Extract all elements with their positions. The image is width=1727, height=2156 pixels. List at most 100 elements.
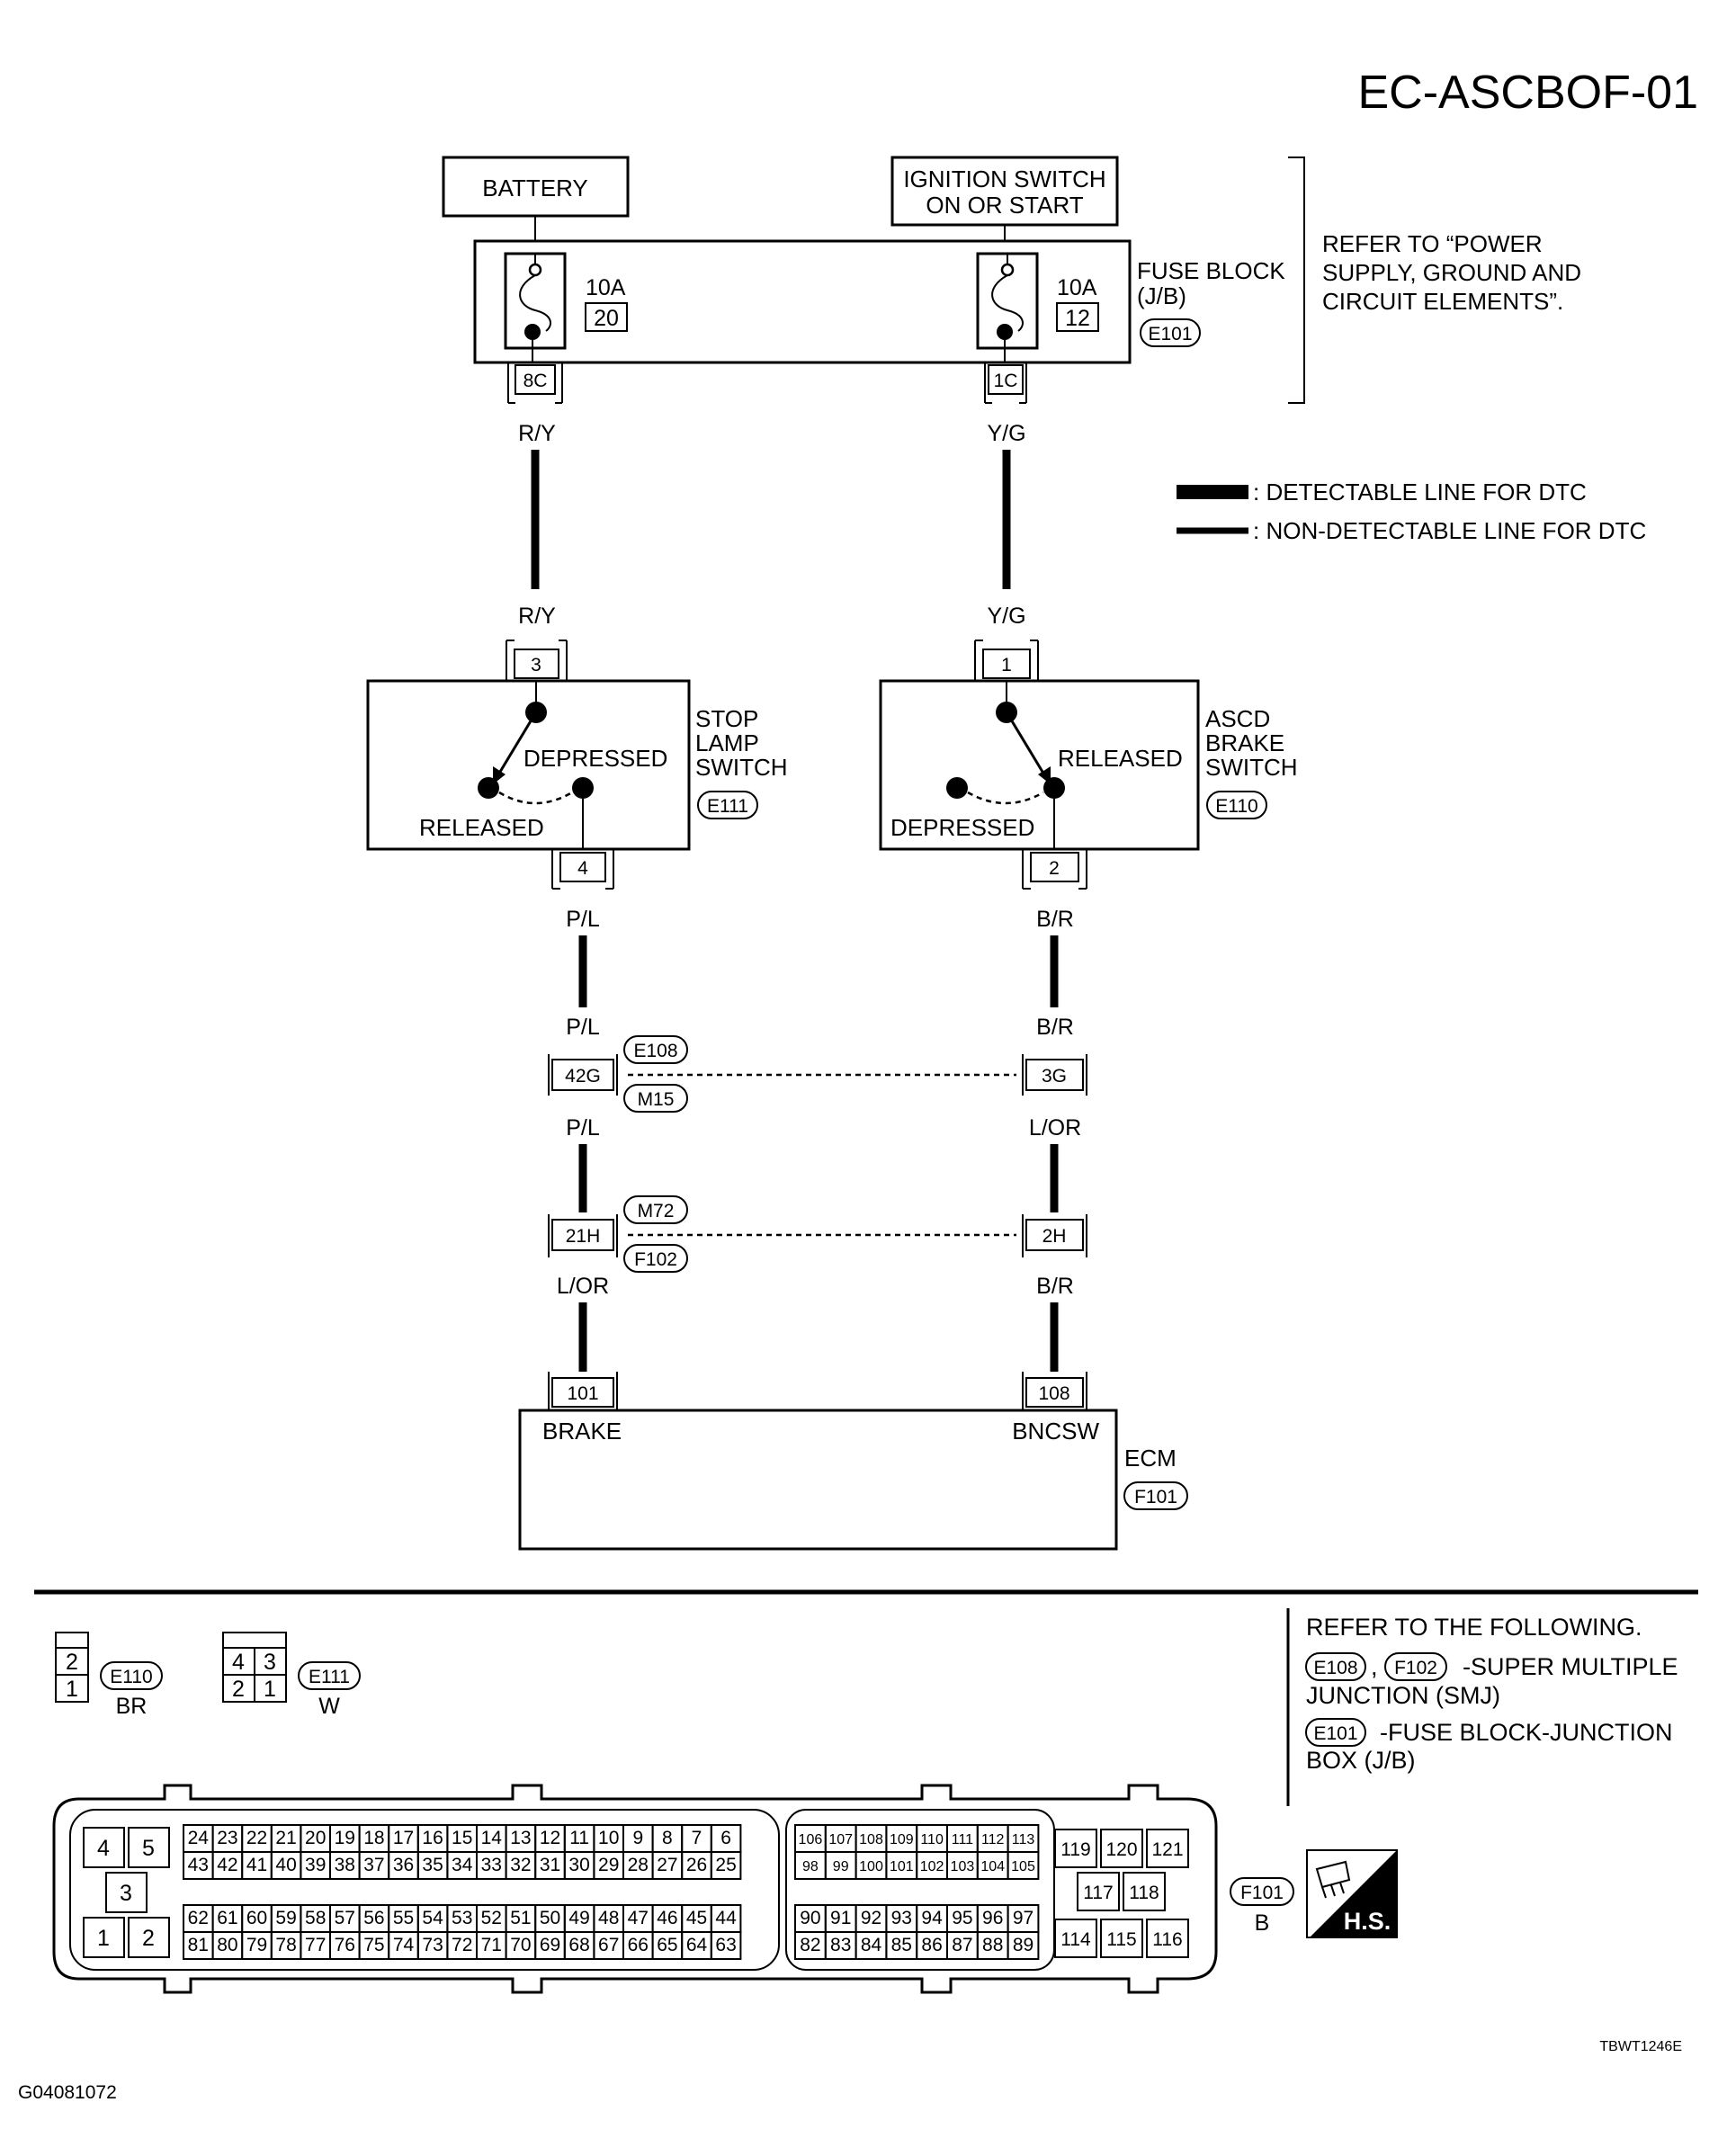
ecm-pin: 71 bbox=[481, 1935, 502, 1955]
ecm-pin: 98 bbox=[802, 1859, 819, 1874]
ecm-pin: 95 bbox=[952, 1908, 972, 1928]
ecm-pin: 81 bbox=[188, 1935, 209, 1955]
ecm-pin: 65 bbox=[657, 1935, 677, 1955]
ecm-pin: 53 bbox=[452, 1908, 472, 1928]
ecm-pin: 44 bbox=[715, 1908, 737, 1928]
ecm-terminal-bncsw: BNCSW bbox=[1012, 1418, 1099, 1445]
ecm-pin: 94 bbox=[921, 1908, 943, 1928]
ecm-pin: 35 bbox=[422, 1855, 443, 1875]
f101-id: F101 bbox=[1240, 1883, 1284, 1903]
refer-desc-2-line-2: BOX (J/B) bbox=[1306, 1747, 1416, 1774]
joint2-bottom-connector: F102 bbox=[634, 1249, 677, 1270]
ecm-right-pin: 118 bbox=[1129, 1883, 1159, 1903]
figure-id: G04081072 bbox=[18, 2082, 117, 2103]
ecm-pin: 56 bbox=[363, 1908, 384, 1928]
wire-color-yg-bottom: Y/G bbox=[987, 604, 1025, 629]
ecm-pin: 41 bbox=[246, 1855, 267, 1875]
ecm-pin: 33 bbox=[481, 1855, 502, 1875]
terminal-8c-label: 8C bbox=[523, 371, 548, 391]
ascd-label-1: ASCD bbox=[1205, 705, 1270, 732]
legend-non-detectable: : NON-DETECTABLE LINE FOR DTC bbox=[1253, 517, 1646, 544]
ecm-pin: 13 bbox=[510, 1828, 531, 1848]
joint1-top-connector: E108 bbox=[633, 1041, 677, 1061]
connector-view-f101: F101 B bbox=[1230, 1877, 1294, 1936]
ascd-connector-id: E110 bbox=[1215, 796, 1258, 817]
fuse-right-amp: 10A bbox=[1057, 275, 1097, 300]
ecm-pin: 75 bbox=[363, 1935, 384, 1955]
ecm-pin: 76 bbox=[335, 1935, 355, 1955]
ecm-pin: 30 bbox=[568, 1855, 589, 1875]
refer-conn-f102: F102 bbox=[1394, 1658, 1437, 1678]
ecm-pin: 14 bbox=[481, 1828, 503, 1848]
ecm-pin: 47 bbox=[628, 1908, 649, 1928]
ecm-right-pin: 116 bbox=[1152, 1929, 1182, 1950]
ecm-label: ECM bbox=[1124, 1445, 1177, 1472]
fuse-block-label-2: (J/B) bbox=[1137, 282, 1186, 309]
ecm-pin: 19 bbox=[335, 1828, 355, 1848]
ecm-pin: 9 bbox=[632, 1828, 643, 1848]
ecm-pin: 70 bbox=[510, 1935, 531, 1955]
joint1-right-pin: 3G bbox=[1042, 1066, 1067, 1087]
stop-lamp-connector-id: E111 bbox=[707, 796, 748, 817]
ecm-pin: 74 bbox=[393, 1935, 415, 1955]
joint-m72-f102: 21H 2H M72 F102 bbox=[548, 1195, 1087, 1273]
ecm-pin: 51 bbox=[510, 1908, 531, 1928]
e111-pin-2: 2 bbox=[232, 1677, 245, 1702]
connector-view-e110: 2 1 E110 BR bbox=[55, 1632, 163, 1719]
battery-label: BATTERY bbox=[482, 174, 588, 201]
ecm-pin: 49 bbox=[568, 1908, 589, 1928]
fuse-right-number: 12 bbox=[1065, 306, 1090, 331]
ignition-label-1: IGNITION SWITCH bbox=[903, 166, 1105, 192]
ecm-pin-left: 101 bbox=[567, 1383, 598, 1404]
fuse-left-number: 20 bbox=[594, 306, 619, 331]
connector-view-e111: 4 3 2 1 E111 W bbox=[222, 1632, 361, 1719]
ecm-pin: 34 bbox=[452, 1855, 473, 1875]
ecm-pin: 50 bbox=[540, 1908, 560, 1928]
ecm-right-pin: 119 bbox=[1060, 1839, 1090, 1860]
ignition-label-2: ON OR START bbox=[926, 192, 1083, 219]
battery-box: BATTERY bbox=[442, 156, 630, 218]
e110-id: E110 bbox=[110, 1667, 153, 1687]
ecm-pin: 60 bbox=[246, 1908, 267, 1928]
ecm-pin: 36 bbox=[393, 1855, 414, 1875]
ascd-label-3: SWITCH bbox=[1205, 754, 1298, 781]
ecm-pin: 72 bbox=[452, 1935, 472, 1955]
refer-following-heading: REFER TO THE FOLLOWING. bbox=[1306, 1614, 1642, 1641]
ecm-big-pin: 2 bbox=[142, 1926, 155, 1951]
ecm-pin: 69 bbox=[540, 1935, 560, 1955]
ignition-switch-box: IGNITION SWITCH ON OR START bbox=[890, 156, 1119, 227]
ecm-pin: 105 bbox=[1011, 1859, 1035, 1874]
ecm-pin: 86 bbox=[921, 1935, 942, 1955]
e110-pin-1: 1 bbox=[66, 1677, 78, 1702]
ecm-pin: 8 bbox=[662, 1828, 673, 1848]
joint1-left-pin: 42G bbox=[565, 1066, 601, 1087]
ecm-pin: 73 bbox=[422, 1935, 443, 1955]
refer-power-line-1: REFER TO “POWER bbox=[1322, 230, 1543, 257]
ecm-big-pin: 5 bbox=[142, 1836, 155, 1861]
joint2-right-pin: 2H bbox=[1042, 1226, 1067, 1247]
stop-lamp-connector-badge: E111 bbox=[697, 791, 758, 819]
ecm-pin: 27 bbox=[657, 1855, 677, 1875]
ecm-pin: 77 bbox=[305, 1935, 326, 1955]
ascd-pin-out: 2 bbox=[1049, 858, 1060, 879]
refer-conn-e108: E108 bbox=[1313, 1658, 1357, 1678]
ecm-pin: 6 bbox=[720, 1828, 731, 1848]
e111-pin-3: 3 bbox=[264, 1650, 276, 1675]
refer-desc-2-line-1: -FUSE BLOCK-JUNCTION bbox=[1380, 1719, 1673, 1746]
ecm-pin: 42 bbox=[217, 1855, 237, 1875]
ecm-right-pin: 117 bbox=[1083, 1883, 1113, 1903]
ecm-pin: 31 bbox=[540, 1855, 560, 1875]
stop-lamp-pin-in: 3 bbox=[531, 655, 541, 675]
harness-side-icon: H.S. bbox=[1306, 1849, 1398, 1938]
ecm-pin: 107 bbox=[828, 1832, 853, 1847]
joint-e108-m15: 42G 3G E108 M15 bbox=[548, 1035, 1087, 1113]
ascd-state-released: RELEASED bbox=[1058, 745, 1183, 772]
e111-pin-4: 4 bbox=[232, 1650, 245, 1675]
ascd-pin-in: 1 bbox=[1001, 655, 1012, 675]
stop-lamp-label-2: LAMP bbox=[695, 729, 759, 756]
ecm-pin: 52 bbox=[481, 1908, 502, 1928]
ecm-connector-id: F101 bbox=[1134, 1487, 1177, 1507]
ecm-pin: 54 bbox=[422, 1908, 443, 1928]
